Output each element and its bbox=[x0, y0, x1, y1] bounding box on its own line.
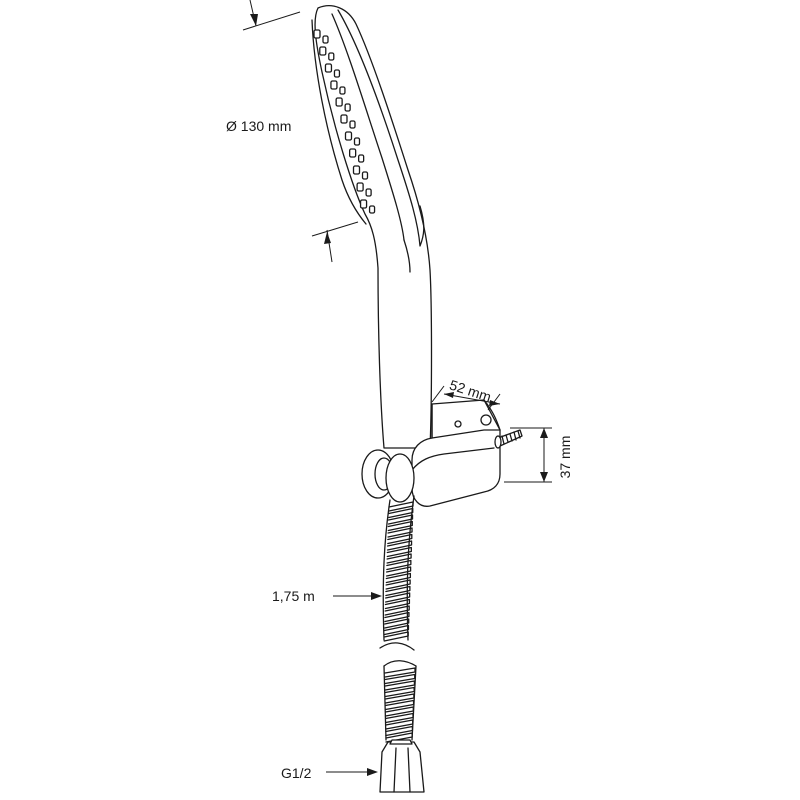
hose-winding bbox=[384, 686, 415, 698]
hose-length-label: 1,75 m bbox=[272, 588, 315, 604]
hose-winding bbox=[386, 553, 412, 564]
thread-callout: G1/2 bbox=[281, 765, 378, 781]
nozzle bbox=[340, 114, 348, 124]
hose-winding bbox=[386, 546, 412, 558]
nozzle bbox=[349, 148, 357, 158]
hose-winding bbox=[387, 527, 413, 538]
nozzle bbox=[361, 171, 369, 180]
hose-winding bbox=[385, 566, 412, 577]
nozzle bbox=[353, 137, 361, 146]
nozzle bbox=[349, 120, 356, 129]
hose-winding bbox=[383, 624, 410, 636]
thread-label: G1/2 bbox=[281, 765, 312, 781]
nozzle bbox=[344, 131, 353, 141]
hose-winding bbox=[385, 592, 411, 603]
nozzle bbox=[359, 199, 368, 209]
wall-holder bbox=[361, 399, 523, 507]
hose-winding bbox=[385, 585, 411, 597]
hose-winding bbox=[384, 667, 416, 678]
hose-winding bbox=[388, 501, 414, 512]
diameter-label: Ø 130 mm bbox=[226, 118, 291, 134]
nozzle bbox=[344, 103, 351, 112]
nozzle bbox=[352, 165, 361, 175]
nozzle bbox=[356, 182, 364, 192]
diameter-dimension: Ø 130 mm bbox=[226, 0, 359, 263]
hose-winding bbox=[384, 699, 415, 711]
nozzle bbox=[365, 188, 372, 197]
hose-winding bbox=[387, 514, 414, 525]
nozzle bbox=[328, 52, 335, 61]
nozzle bbox=[330, 80, 338, 90]
hose-winding bbox=[384, 598, 411, 610]
hose-winding bbox=[385, 725, 414, 737]
hose-winding bbox=[387, 533, 413, 545]
nozzle bbox=[319, 46, 327, 56]
nozzle bbox=[313, 29, 321, 39]
hose-winding bbox=[384, 605, 410, 616]
hose-winding bbox=[386, 540, 413, 551]
nozzle bbox=[324, 63, 333, 73]
hose-winding bbox=[384, 680, 416, 691]
nozzle bbox=[322, 35, 329, 44]
hose-nut bbox=[379, 739, 425, 793]
hose-winding bbox=[388, 507, 414, 519]
hose-winding bbox=[384, 673, 416, 685]
hose-winding bbox=[385, 719, 414, 730]
nozzle bbox=[339, 86, 346, 95]
nozzle bbox=[358, 154, 365, 163]
hose-winding bbox=[384, 611, 410, 623]
hose-winding bbox=[384, 618, 410, 629]
screw bbox=[454, 414, 523, 449]
hose-length-callout: 1,75 m bbox=[272, 588, 382, 604]
height-dimension: 37 mm bbox=[504, 427, 573, 483]
hose-winding bbox=[387, 520, 413, 532]
nozzles bbox=[313, 29, 376, 214]
hose-winding bbox=[383, 631, 409, 642]
hose-winding bbox=[384, 693, 415, 704]
nozzle bbox=[335, 97, 343, 107]
height-label: 37 mm bbox=[557, 436, 573, 479]
hose-winding bbox=[384, 706, 414, 717]
hose-winding bbox=[386, 559, 412, 571]
hose-winding bbox=[385, 712, 414, 724]
nozzle bbox=[333, 69, 341, 78]
nozzle bbox=[368, 205, 376, 214]
shower-hose bbox=[379, 495, 417, 743]
hose-winding bbox=[385, 572, 412, 584]
hose-winding bbox=[385, 579, 411, 590]
